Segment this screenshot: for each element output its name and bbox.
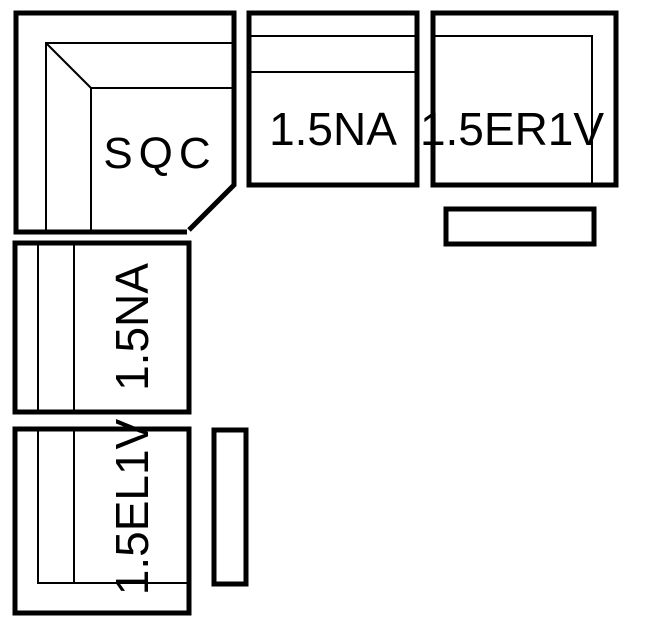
left-armless-piece[interactable]: 1.5NA [12,240,192,415]
corner-label: SQC [103,129,216,178]
left-left-arm-outline [12,426,192,616]
left-left-arm-label: 1.5EL1V [106,418,158,595]
top-right-arm-piece[interactable]: 1.5ER1V [420,10,619,188]
left-left-arm-piece[interactable]: 1.5EL1V [12,418,192,616]
left-ottoman-bar[interactable] [211,427,249,587]
left-left-arm-inner-line [37,429,189,584]
left-armless-label: 1.5NA [106,263,158,391]
corner-diagonal-line [45,42,92,89]
top-armless-outline [246,10,420,188]
top-ottoman-bar[interactable] [443,206,597,247]
corner-outline [13,10,237,235]
top-right-arm-inner-line [433,35,593,185]
left-armless-outline [12,240,192,415]
top-right-arm-outline [430,10,619,188]
top-armless-piece[interactable]: 1.5NA [246,10,420,188]
top-right-arm-label: 1.5ER1V [420,103,604,155]
corner-piece-sqc[interactable]: SQC [13,10,237,235]
top-armless-label: 1.5NA [269,103,397,155]
